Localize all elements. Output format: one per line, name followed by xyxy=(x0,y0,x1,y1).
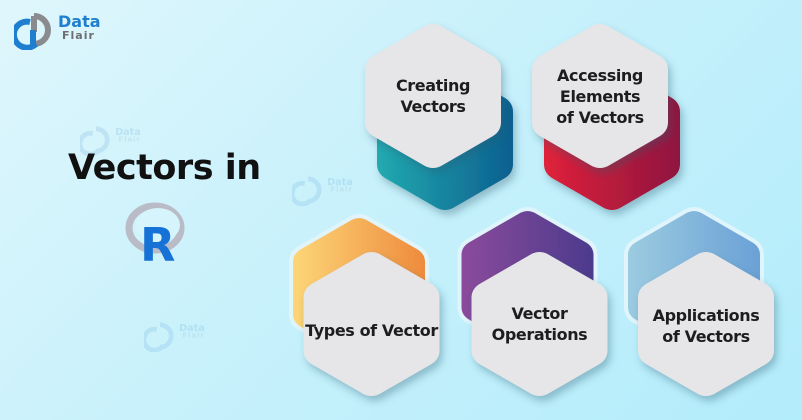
hex-card-applications-of-vectors[interactable]: Applications of Vectors xyxy=(638,250,774,398)
hex-label: Vector Operations xyxy=(491,304,588,344)
page-title: Vectors in xyxy=(68,148,261,188)
hex-label: Creating Vectors xyxy=(395,76,471,116)
r-logo-icon: R xyxy=(124,198,190,272)
hex-card-vector-operations[interactable]: Vector Operations xyxy=(471,250,608,398)
watermark-icon xyxy=(141,322,174,353)
hex-card-creating-vectors[interactable]: Creating Vectors xyxy=(365,22,501,170)
hex-label: Accessing Elements of Vectors xyxy=(556,65,644,127)
brand-name-line1: Data xyxy=(58,12,101,31)
watermark-icon xyxy=(289,176,322,207)
svg-text:R: R xyxy=(140,218,175,264)
dataflair-logo[interactable]: Data Flair xyxy=(10,10,124,51)
brand-name-line2: Flair xyxy=(62,29,95,42)
hex-card-types-of-vector[interactable]: Types of Vector xyxy=(303,250,440,398)
hex-label: Applications of Vectors xyxy=(652,306,760,346)
hex-card-accessing-elements[interactable]: Accessing Elements of Vectors xyxy=(532,22,668,170)
dataflair-logo-icon xyxy=(10,13,51,51)
hex-label: Types of Vector xyxy=(305,320,438,340)
watermark-icon xyxy=(77,126,110,157)
